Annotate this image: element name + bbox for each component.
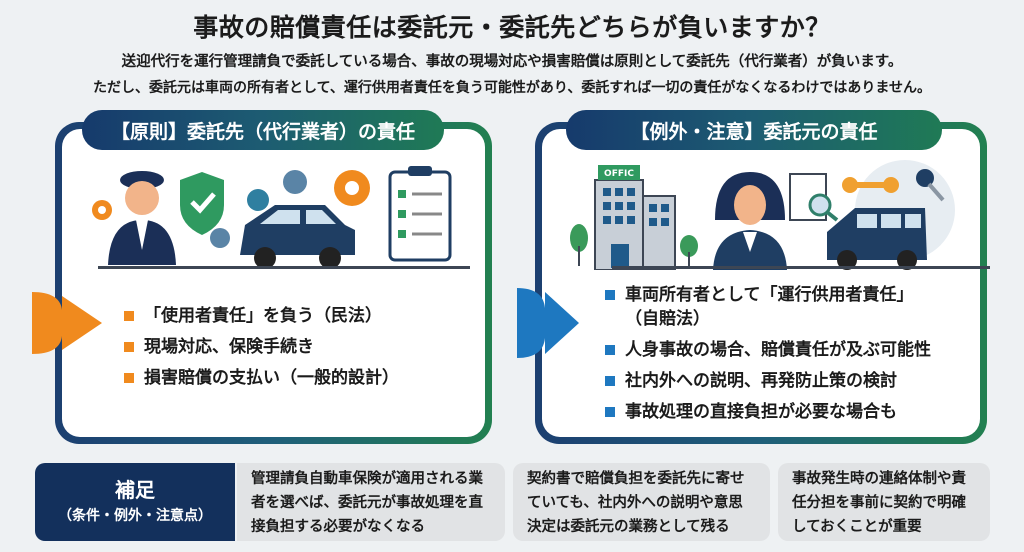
bullet-item: 人身事故の場合、賠償責任が及ぶ可能性 — [605, 339, 931, 361]
shield-check-icon — [180, 172, 224, 235]
driver-icon — [108, 171, 176, 265]
office-building-icon: OFFIC — [594, 165, 676, 270]
bullet-item: 「使用者責任」を負う（民法） — [124, 305, 399, 327]
note-item: 契約書で賠償負担を委託先に寄せていても、社内外への説明や意思決定は委託元の業務と… — [513, 463, 770, 541]
page-title: 事故の賠償責任は委託元・委託先どちらが負いますか？ — [193, 13, 831, 42]
exception-bullets: 車両所有者として「運行供用者責任」 （自賠法） 人身事故の場合、賠償責任が及ぶ可… — [605, 284, 931, 432]
tree-icon — [570, 224, 698, 266]
blue-arrow-icon — [517, 288, 579, 358]
note-item: 事故発生時の連絡体制や責任分担を事前に契約で明確しておくことが重要 — [778, 463, 990, 541]
notes-label-box: 補足 （条件・例外・注意点） — [35, 463, 235, 541]
notes-label: 補足 — [115, 478, 155, 502]
notes-sublabel: （条件・例外・注意点） — [58, 508, 212, 524]
bullet-item: 事故処理の直接負担が必要な場合も — [605, 401, 931, 423]
van-icon — [827, 208, 927, 270]
gear-icon — [210, 170, 370, 248]
exception-illustration: OFFIC — [570, 160, 955, 270]
checklist-icon — [388, 166, 452, 262]
principle-bullets: 「使用者責任」を負う（民法） 現場対応、保険手続き 損害賠償の支払い（一般的設計… — [124, 305, 399, 398]
businesswoman-icon — [713, 172, 787, 270]
subtitle-line-2: ただし、委託元は車両の所有者として、運行供用者責任を負う可能性があり、委託すれば… — [93, 80, 931, 96]
note-item: 管理請負自動車保険が適用される業者を選べば、委託元が事故処理を直接負担する必要が… — [237, 463, 505, 541]
exception-header: 【例外・注意】委託元の責任 — [566, 110, 942, 150]
gear-icon — [92, 200, 112, 220]
car-icon — [240, 205, 355, 269]
bullet-item: 社内外への説明、再発防止策の検討 — [605, 370, 931, 392]
document-search-icon — [789, 173, 839, 222]
office-sign: OFFIC — [604, 169, 634, 179]
orange-arrow-icon — [32, 292, 102, 354]
bullet-item: 現場対応、保険手続き — [124, 336, 399, 358]
principle-header: 【原則】委託先（代行業者）の責任 — [82, 110, 444, 150]
subtitle-line-1: 送迎代行を運行管理請負で委託している場合、事故の現場対応や損害賠償は原則として委… — [121, 54, 903, 70]
bullet-item: 損害賠償の支払い（一般的設計） — [124, 367, 399, 389]
keys-icon — [842, 169, 945, 202]
ground-line — [98, 266, 470, 269]
ground-line — [612, 266, 990, 269]
bullet-item-continued: （自賠法） — [625, 309, 710, 329]
bullet-item: 車両所有者として「運行供用者責任」 — [605, 284, 931, 306]
principle-illustration — [92, 166, 452, 269]
